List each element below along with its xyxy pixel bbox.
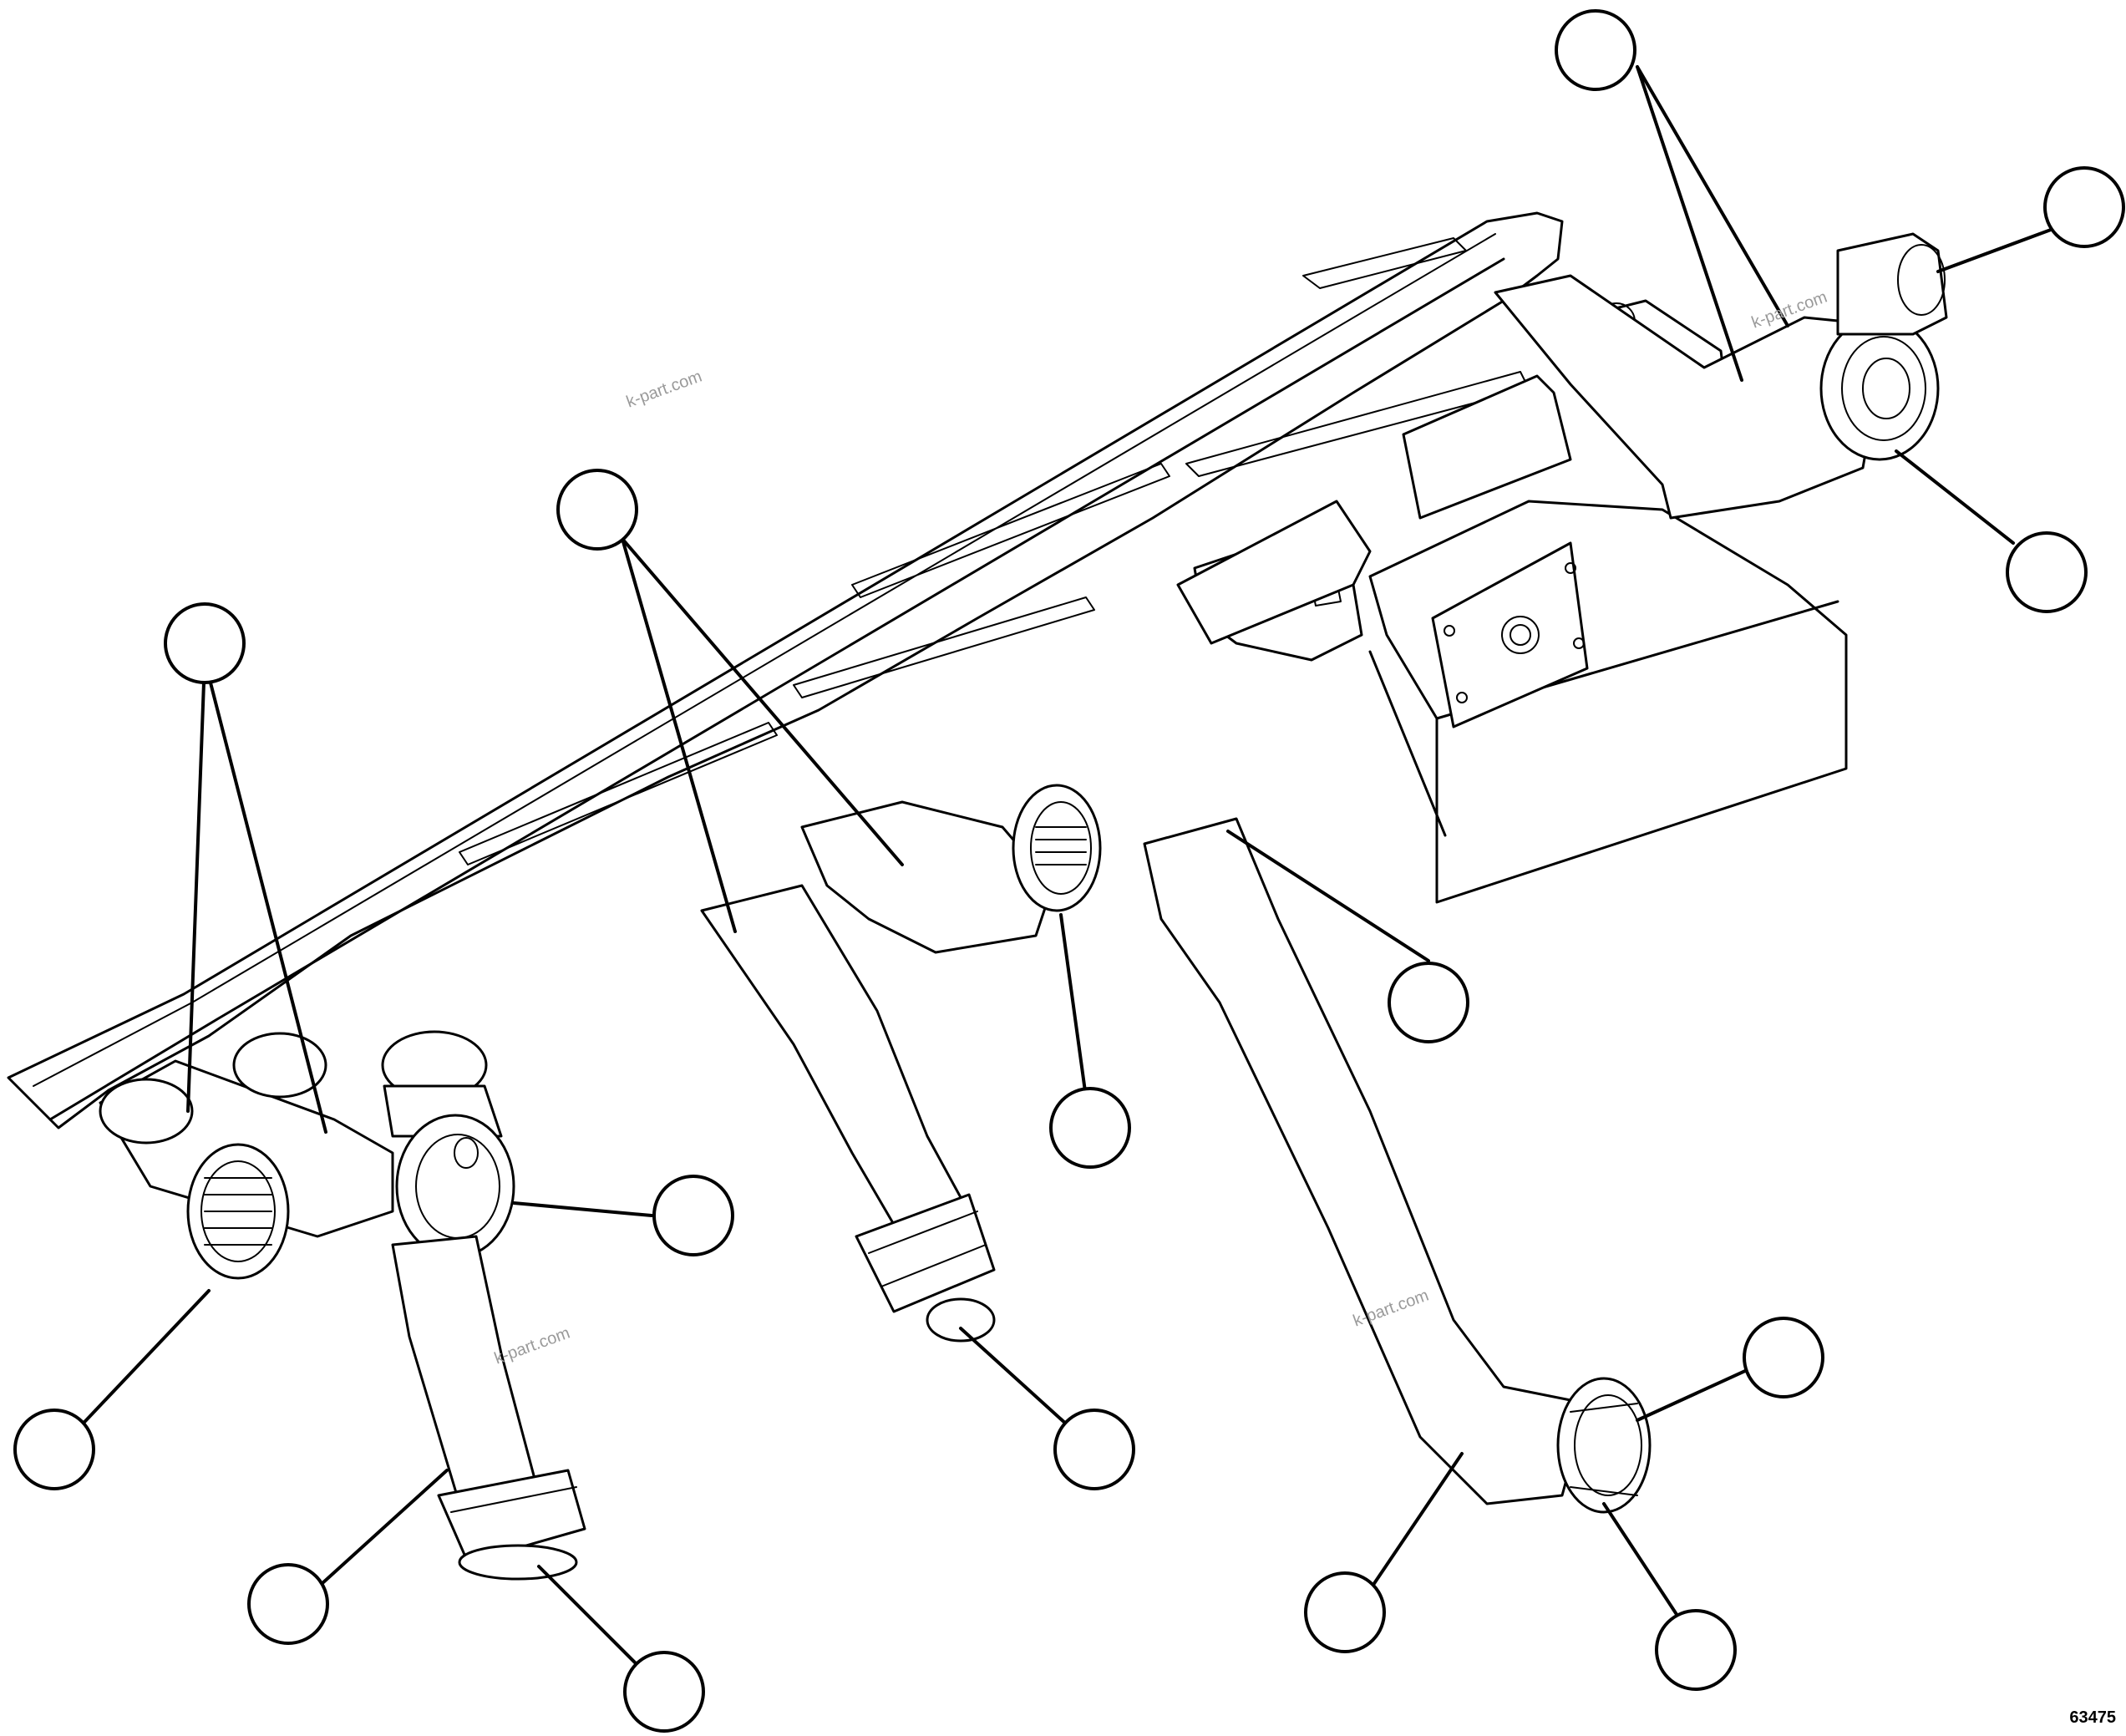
middle-vent-elbow xyxy=(800,784,1102,954)
callout-circle xyxy=(2006,531,2088,613)
callout-circle xyxy=(1555,9,1636,91)
right-long-hose xyxy=(1143,817,1652,1514)
middle-long-hose xyxy=(700,884,996,1343)
callout-circle xyxy=(1743,1317,1824,1398)
callout-circle xyxy=(556,469,638,551)
callout-circle xyxy=(164,602,246,684)
callout-circle xyxy=(247,1563,329,1645)
right-outlet-elbow xyxy=(1494,232,1948,520)
callout-circle xyxy=(2043,166,2125,248)
leader-lines xyxy=(57,65,2052,1681)
intake-housing xyxy=(7,211,1848,1129)
callout-circle xyxy=(1655,1609,1737,1691)
actuator-lower xyxy=(1176,500,1372,662)
callout-circle xyxy=(1049,1087,1131,1169)
callout-circle xyxy=(623,1651,705,1733)
callout-circle xyxy=(1053,1409,1135,1490)
left-y-branch xyxy=(99,1030,515,1280)
figure-number: 63475 xyxy=(2069,1708,2116,1727)
callout-circle xyxy=(1304,1571,1386,1653)
callout-circle xyxy=(13,1409,95,1490)
callout-circles xyxy=(13,9,2125,1733)
callout-circle xyxy=(652,1175,734,1256)
left-lower-hose xyxy=(391,1235,586,1581)
callout-circle xyxy=(1388,962,1469,1043)
